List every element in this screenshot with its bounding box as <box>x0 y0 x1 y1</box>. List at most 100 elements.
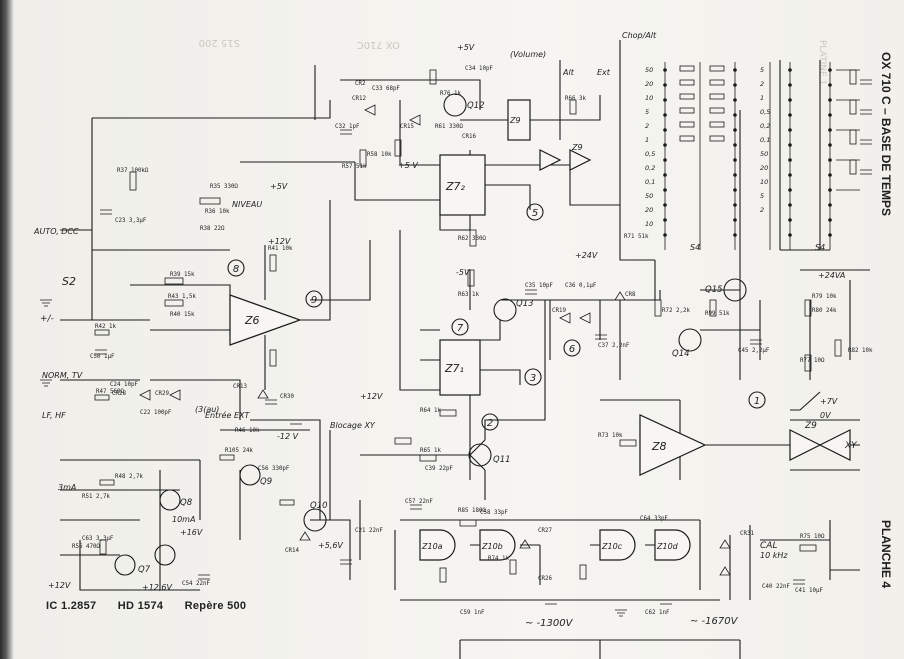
svg-text:50: 50 <box>645 192 653 200</box>
comp-c34: C34 10pF <box>465 66 493 72</box>
ic-z7-1-label: Z7₁ <box>444 362 464 375</box>
comp-c33: C33 68pF <box>372 86 400 92</box>
ic-z10a-gate <box>419 529 456 561</box>
label-three-au: (3(au) <box>195 405 219 414</box>
comp-r74: R74 1k <box>488 556 509 562</box>
comp-r56: R56 470Ω <box>72 544 100 550</box>
q7-label: Q7 <box>138 565 151 575</box>
comp-cr16: CR16 <box>462 134 476 140</box>
comp-r61: R61 330Ω <box>435 124 463 130</box>
svg-text:50: 50 <box>760 150 768 158</box>
switch-ratings: 50 20 10 5 2 1 0,5 0,2 0,1 50 20 10 5 2 … <box>645 66 770 228</box>
comp-c58: C58 33pF <box>480 510 508 516</box>
label-three-ma: 3mA <box>58 483 76 492</box>
ic-z10a-label: Z10a <box>421 542 443 551</box>
ic-z6-label: Z6 <box>244 314 260 327</box>
label-niveau: NIVEAU <box>232 200 262 209</box>
ic-z10d-label: Z10d <box>656 542 679 551</box>
comp-r35: R35 330Ω <box>210 184 238 190</box>
q11-label: Q11 <box>493 455 511 465</box>
resistor-bank <box>679 65 860 191</box>
ghost-text-3: PLATINE 1 <box>817 40 827 85</box>
comp-r39: R39 15k <box>170 272 195 278</box>
comp-c57: C57 22nF <box>405 499 433 505</box>
comp-c37: C37 2,2nF <box>598 343 630 349</box>
comp-r77: R77 10Ω <box>800 358 825 364</box>
ic-z10b-gate <box>479 529 516 561</box>
label-plus-minus: +/- <box>40 314 54 324</box>
label-blocage-xy: Blocage XY <box>330 421 376 430</box>
svg-text:0,5: 0,5 <box>645 150 655 158</box>
ramp-waveform-icon <box>790 391 821 411</box>
svg-text:2: 2 <box>645 122 649 130</box>
comp-c41: C41 10µF <box>795 588 823 594</box>
ic-z8-symbol <box>639 414 707 476</box>
svg-text:5: 5 <box>645 108 649 116</box>
comp-r82: R82 10k <box>848 348 873 354</box>
svg-text:5: 5 <box>760 192 764 200</box>
label-lf-hf: LF, HF <box>42 411 66 420</box>
q14-label: Q14 <box>672 349 690 359</box>
ic-z9c-gates <box>539 149 592 171</box>
test-point-7: 7 <box>457 323 464 334</box>
comp-r99: R99 51k <box>705 311 730 317</box>
q10-label: Q10 <box>310 501 328 511</box>
comp-r80: R80 24k <box>812 308 837 314</box>
switch-title-2: S4 <box>815 243 825 252</box>
comp-r58: R58 10k <box>367 152 392 158</box>
comp-r37: R37 100kΩ <box>117 168 149 174</box>
comp-cr14: CR14 <box>285 548 299 554</box>
svg-text:10: 10 <box>645 94 653 102</box>
test-point-3: 3 <box>530 373 536 384</box>
label-plus12-6v: +12,6V <box>142 583 173 592</box>
q12-label: Q12 <box>467 101 485 111</box>
ic-z6-symbol <box>229 294 302 346</box>
comp-r85: R85 180Ω <box>458 508 486 514</box>
ghost-text-1: OX 710C <box>357 39 400 50</box>
comp-r40: R40 15k <box>170 312 195 318</box>
label-cal-freq: 10 kHz <box>760 551 788 560</box>
comp-cr26: CR26 <box>538 576 552 582</box>
switch-contacts <box>663 68 832 237</box>
footer-ref: Repère 500 <box>184 600 247 612</box>
comp-cr12: CR12 <box>352 96 366 102</box>
ic-z10c-label: Z10c <box>601 542 623 551</box>
comp-cr27: CR27 <box>538 528 552 534</box>
comp-r63: R63 1k <box>458 292 479 298</box>
svg-text:20: 20 <box>645 206 653 214</box>
label-minus5v: -5V <box>456 268 470 277</box>
comp-r38: R38 22Ω <box>200 226 225 232</box>
comp-r72: R72 2,2k <box>662 308 690 314</box>
comp-cr2: CR2 <box>355 81 365 87</box>
comp-r71: R71 51k <box>624 234 649 240</box>
comp-c54: C54 22nF <box>182 581 210 587</box>
switch-title: S4 <box>690 243 700 252</box>
comp-c50: C50 1µF <box>90 354 115 360</box>
comp-cr29: CR29 <box>155 391 169 397</box>
comp-r105: R105 24k <box>225 448 253 454</box>
comp-r41: R41 10k <box>268 246 293 252</box>
comp-cr19: CR19 <box>552 308 566 314</box>
label-s2: S2 <box>62 275 76 288</box>
label-norm-tv: NORM, TV <box>42 371 83 380</box>
footer-hd: HD 1574 <box>117 600 164 612</box>
svg-text:50: 50 <box>645 66 653 74</box>
passive-symbols <box>94 69 872 605</box>
q8-label: Q8 <box>180 498 193 508</box>
ic-z8-label: Z8 <box>651 440 667 453</box>
comp-c56: C56 330pF <box>258 466 290 472</box>
svg-text:20: 20 <box>760 164 768 172</box>
test-point-circles <box>227 203 766 431</box>
comp-r43: R43 1,5k <box>168 294 196 300</box>
label-plus5v-a: +5V <box>270 182 288 191</box>
q15-label: Q15 <box>705 285 723 295</box>
label-cal: CAL <box>760 541 777 551</box>
ic-z9-label: Z9 <box>804 421 817 431</box>
label-external: Entrée EXT <box>205 410 250 420</box>
svg-text:20: 20 <box>645 80 653 88</box>
comp-r57: R57 51k <box>342 164 367 170</box>
label-minus1670: ~ -1670V <box>690 616 739 627</box>
comp-cr15: CR15 <box>400 124 414 130</box>
transistor-symbols <box>114 93 747 576</box>
svg-text:2: 2 <box>760 80 764 88</box>
